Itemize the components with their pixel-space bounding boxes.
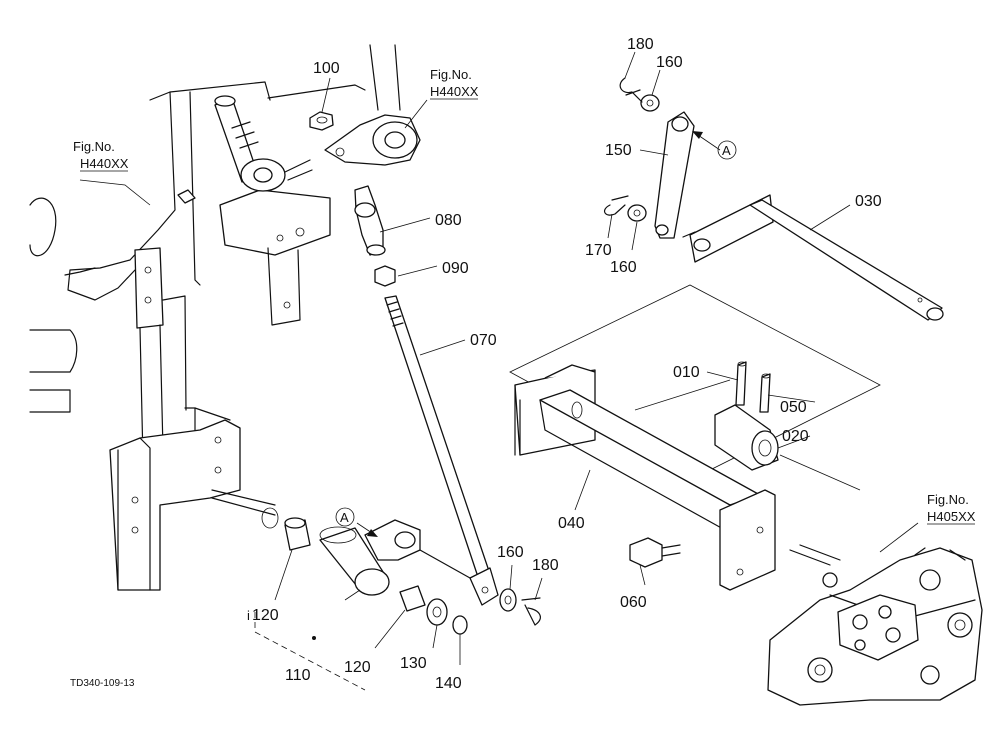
valve-assembly (767, 544, 983, 706)
leader-lines (79, 51, 919, 665)
callout-010: 010 (673, 364, 700, 381)
callout-100: 100 (313, 60, 340, 77)
callout-130: 130 (400, 655, 427, 672)
callout-120-left: 120 (252, 607, 279, 624)
callout-180-low: 180 (532, 557, 559, 574)
fig-ref-2-code: H440XX (430, 84, 479, 99)
figure-references: Fig.No. H440XX Fig.No. H440XX Fig.No. H4… (73, 67, 976, 525)
ref-a-top-circle (717, 140, 737, 160)
callout-120-right: 120 (344, 659, 371, 676)
callout-160-mid: 160 (610, 259, 637, 276)
drawing-code: TD340-109-13 (70, 678, 135, 689)
ref-a-bottom-circle (335, 507, 355, 527)
upper-right-link (509, 77, 944, 476)
callout-020: 020 (782, 428, 809, 445)
callout-090: 090 (442, 260, 469, 277)
left-frame (29, 81, 366, 591)
minor-mark: i (247, 608, 250, 623)
callout-140: 140 (435, 675, 462, 692)
callout-110: 110 (285, 667, 311, 684)
callout-labels: 100 080 090 070 180 160 150 170 160 030 … (247, 36, 882, 692)
ref-a-top: A (722, 143, 731, 158)
callout-180-top: 180 (627, 36, 654, 53)
callout-070: 070 (470, 332, 497, 349)
callout-030: 030 (855, 193, 882, 210)
ref-markers: A A (335, 140, 737, 527)
fig-ref-1-label: Fig.No. (73, 139, 115, 154)
callout-170: 170 (585, 242, 612, 259)
callout-160-top: 160 (656, 54, 683, 71)
callout-080: 080 (435, 212, 462, 229)
fig-ref-1-code: H440XX (80, 156, 129, 171)
callout-050: 050 (780, 399, 807, 416)
callout-150: 150 (605, 142, 632, 159)
fig-ref-2-label: Fig.No. (430, 67, 472, 82)
lower-parts (211, 489, 541, 691)
upper-linkage (309, 44, 499, 606)
callout-060: 060 (620, 594, 647, 611)
callout-040: 040 (558, 515, 585, 532)
callout-160-low: 160 (497, 544, 524, 561)
center-bracket (514, 361, 861, 591)
fig-ref-3-label: Fig.No. (927, 492, 969, 507)
fig-ref-3-code: H405XX (927, 509, 976, 524)
ref-a-bottom: A (340, 510, 349, 525)
